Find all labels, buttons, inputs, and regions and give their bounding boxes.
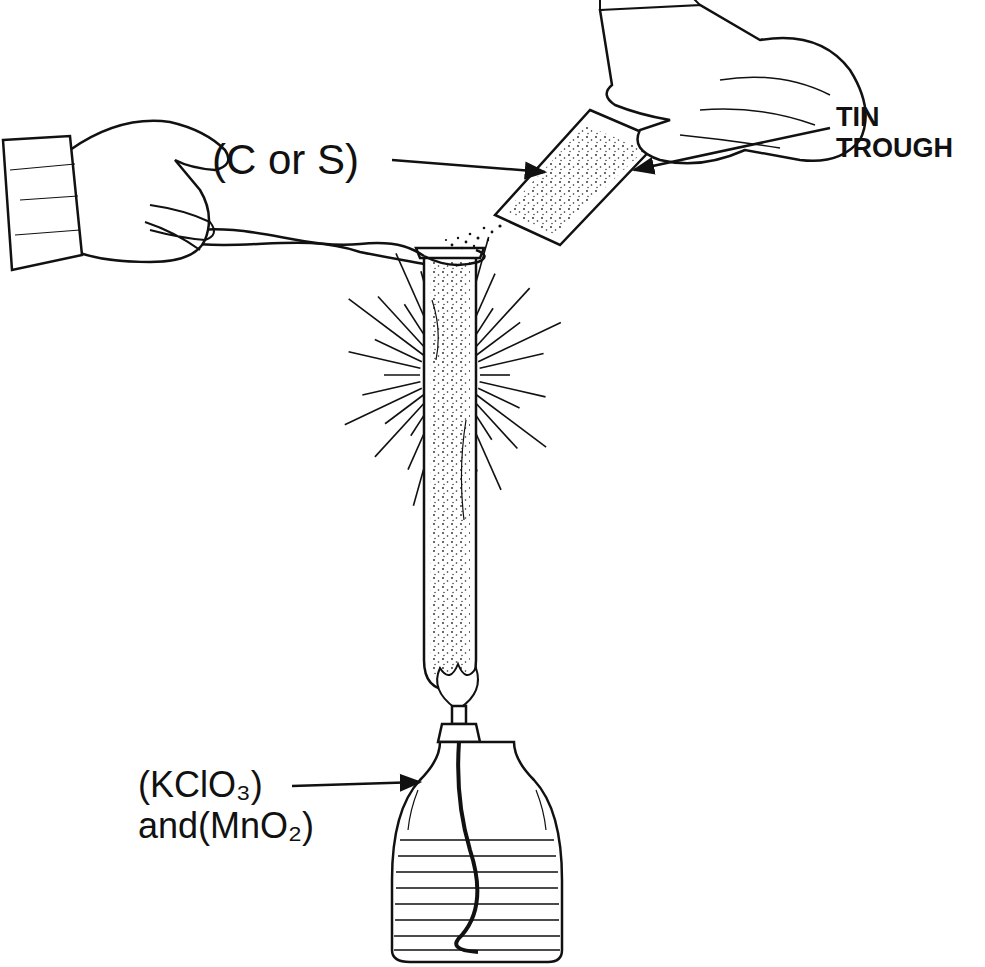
falling-powder <box>445 224 502 249</box>
spark-ray <box>478 388 519 408</box>
spark-ray <box>375 400 427 457</box>
spark-ray <box>384 374 420 376</box>
leader-line <box>392 160 545 172</box>
flame <box>437 664 478 708</box>
leader-line <box>634 128 830 170</box>
spark-ray <box>480 354 544 369</box>
left-hand <box>3 121 228 270</box>
alcohol-lamp <box>392 706 562 962</box>
part-label: (KClO₃) and(MnO₂) <box>138 764 338 847</box>
spark-ray <box>476 395 546 448</box>
spark-ray <box>480 374 510 376</box>
spark-ray <box>375 339 422 361</box>
part-label: (C or S) <box>212 136 390 184</box>
spark-ray <box>480 382 546 397</box>
spark-ray <box>349 299 424 356</box>
spark-ray <box>378 296 427 349</box>
spark-ray <box>478 323 561 362</box>
spark-ray <box>345 388 422 424</box>
part-label: TIN TROUGH <box>836 102 978 164</box>
spark-ray <box>362 382 420 395</box>
test-tube <box>416 248 484 690</box>
tin-trough <box>495 110 660 245</box>
spark-ray <box>385 395 424 424</box>
spark-ray <box>476 322 520 355</box>
leader-lines <box>292 128 830 786</box>
leader-line <box>292 782 420 786</box>
right-hand <box>600 0 866 163</box>
wire-holder <box>180 229 485 265</box>
spark-ray <box>349 352 421 368</box>
